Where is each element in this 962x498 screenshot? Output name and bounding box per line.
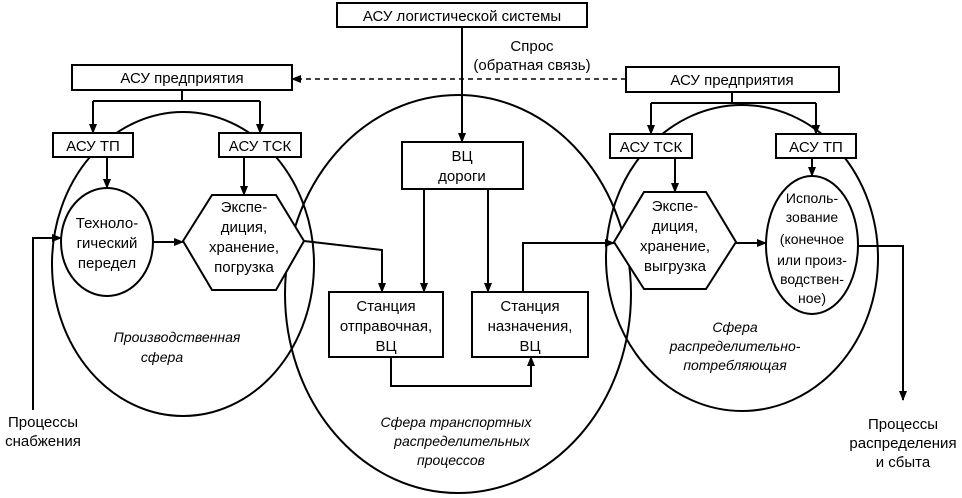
logistics-system-box xyxy=(336,2,588,28)
consumption-sphere-ellipse xyxy=(605,104,879,412)
right-enterprise-box xyxy=(625,66,840,93)
destination-station-line2: назначения, xyxy=(488,318,573,335)
transport-sphere-line1: Сфера транспортных xyxy=(381,414,533,430)
left-asu-tp-label: АСУ ТП xyxy=(66,138,120,155)
production-sphere-ellipse xyxy=(51,111,315,417)
demand-label: Спрос xyxy=(510,38,554,55)
arrow-supply-to-process xyxy=(32,234,62,410)
supply-processes-line1: Процессы xyxy=(8,414,78,431)
supply-processes-line2: снабжения xyxy=(5,433,81,450)
tech-process-line3: передел xyxy=(78,255,136,272)
left-asu-tp-box xyxy=(52,132,134,158)
transport-sphere-line3: процессов xyxy=(417,452,485,468)
distribution-processes-line1: Процессы xyxy=(868,416,938,433)
tech-process-line2: гический xyxy=(77,235,138,252)
production-sphere-line2: сфера xyxy=(141,349,183,365)
left-enterprise-label: АСУ предприятия xyxy=(120,70,243,87)
usage-line6: ное) xyxy=(798,290,826,306)
departure-station-box xyxy=(328,291,444,358)
vc-road-title: ВЦ xyxy=(451,148,472,165)
right-asu-tp-box xyxy=(775,133,857,159)
transport-sphere-line2: распределительных xyxy=(393,433,531,449)
arrow-departure-to-destination xyxy=(390,356,535,387)
arrow-usage-to-distribution xyxy=(858,245,907,401)
distribution-processes-line2: распределения xyxy=(849,435,956,452)
right-asu-tp-label: АСУ ТП xyxy=(789,139,843,156)
right-handling-line2: диция, xyxy=(652,218,698,235)
left-handling-line1: Экспе- xyxy=(221,199,267,216)
departure-station-line3: ВЦ xyxy=(375,338,396,355)
left-handling-line4: погрузка xyxy=(214,259,274,276)
destination-station-line1: Станция xyxy=(500,298,559,315)
usage-line3: (конечное xyxy=(780,231,845,247)
left-handling-line2: диция, xyxy=(221,219,267,236)
transport-sphere-ellipse xyxy=(284,94,632,494)
vc-road-subtitle: дороги xyxy=(438,168,486,185)
departure-station-line2: отправочная, xyxy=(340,318,432,335)
production-sphere-line1: Производственная xyxy=(114,329,241,345)
consumption-sphere-line1: Сфера xyxy=(712,319,758,335)
right-handling-line1: Экспе- xyxy=(652,198,698,215)
logistics-system-label: АСУ логистической системы xyxy=(363,8,561,25)
consumption-sphere-line3: потребляющая xyxy=(683,357,787,373)
consumption-sphere-line2: распределительно- xyxy=(669,338,801,354)
departure-station-line1: Станция xyxy=(356,298,415,315)
destination-station-box xyxy=(471,291,589,358)
right-handling-line4: выгрузка xyxy=(644,258,707,275)
arrow-destination-to-handling xyxy=(522,239,615,292)
destination-station-line3: ВЦ xyxy=(519,338,540,355)
tech-process-line1: Техноло- xyxy=(76,215,138,232)
vc-road-box xyxy=(401,141,524,190)
left-asu-tsk-box xyxy=(218,132,302,158)
right-enterprise-label: АСУ предприятия xyxy=(670,72,793,89)
usage-line4: или произ- xyxy=(777,252,847,268)
distribution-processes-line3: и сбыта xyxy=(876,454,931,471)
feedback-label: (обратная связь) xyxy=(473,57,590,74)
usage-line2: зование xyxy=(786,209,839,225)
right-handling-line3: хранение, xyxy=(640,238,710,255)
left-handling-line3: хранение, xyxy=(209,239,279,256)
usage-line5: водствен- xyxy=(780,271,844,287)
arrow-handling-to-departure xyxy=(303,240,386,293)
right-asu-tsk-label: АСУ ТСК xyxy=(620,139,683,156)
left-asu-tsk-label: АСУ ТСК xyxy=(229,138,292,155)
right-enterprise-branch xyxy=(651,92,816,104)
usage-line1: Исполь- xyxy=(786,190,839,206)
left-enterprise-branch xyxy=(93,90,260,102)
